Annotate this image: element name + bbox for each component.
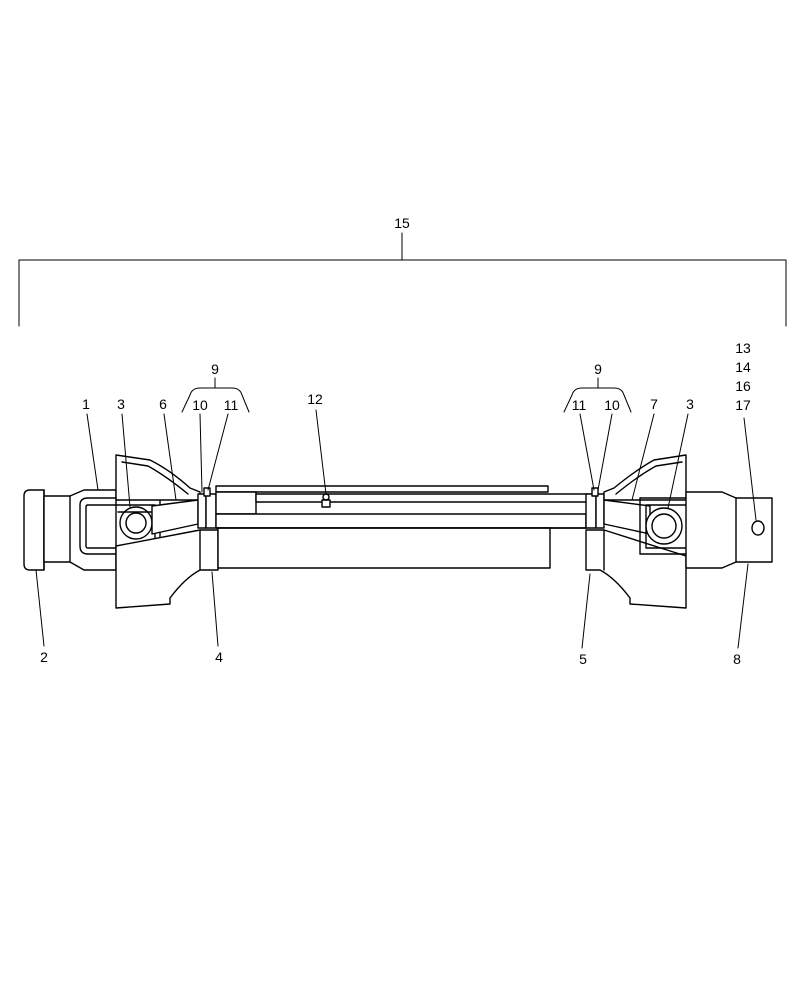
callout-11-left: 11 <box>224 397 239 413</box>
callout-1: 1 <box>82 396 90 412</box>
callout-17: 17 <box>735 397 751 413</box>
callout-10-right: 10 <box>604 397 620 413</box>
callout-16: 16 <box>735 378 751 394</box>
callout-3-left: 3 <box>117 396 125 412</box>
callout-10-left: 10 <box>192 397 208 413</box>
right-inner-yoke <box>603 499 651 535</box>
right-cross <box>645 507 683 545</box>
callout-14: 14 <box>735 359 751 375</box>
assembly-bracket <box>18 232 787 327</box>
bracket-9-left <box>181 377 250 413</box>
right-bearing-ring <box>585 487 605 529</box>
callout-8: 8 <box>733 651 741 667</box>
left-cross <box>117 506 155 540</box>
left-end-cap <box>23 489 45 571</box>
callout-4: 4 <box>215 649 223 665</box>
callout-15: 15 <box>394 215 410 231</box>
left-bearing-ring <box>197 487 217 529</box>
right-lower-guard <box>585 529 687 609</box>
right-yoke <box>639 491 773 569</box>
callout-6: 6 <box>159 396 167 412</box>
callout-9-left: 9 <box>211 361 219 377</box>
left-yoke <box>43 489 161 571</box>
callout-13: 13 <box>735 340 751 356</box>
bracket-9-right <box>563 377 632 413</box>
callout-labels: 15 9 9 1 3 6 10 11 12 11 10 7 3 13 14 16… <box>40 215 751 667</box>
left-lower-guard <box>115 529 219 609</box>
callout-7: 7 <box>650 396 658 412</box>
callout-2: 2 <box>40 649 48 665</box>
left-inner-yoke <box>151 499 199 535</box>
telescopic-tubes <box>215 485 589 569</box>
right-guard-cone <box>603 454 687 501</box>
callout-11-right: 11 <box>572 397 587 413</box>
callout-9-right: 9 <box>594 361 602 377</box>
callout-3-right: 3 <box>686 396 694 412</box>
leader-lines <box>35 409 757 649</box>
callout-12: 12 <box>307 391 323 407</box>
callout-5: 5 <box>579 651 587 667</box>
